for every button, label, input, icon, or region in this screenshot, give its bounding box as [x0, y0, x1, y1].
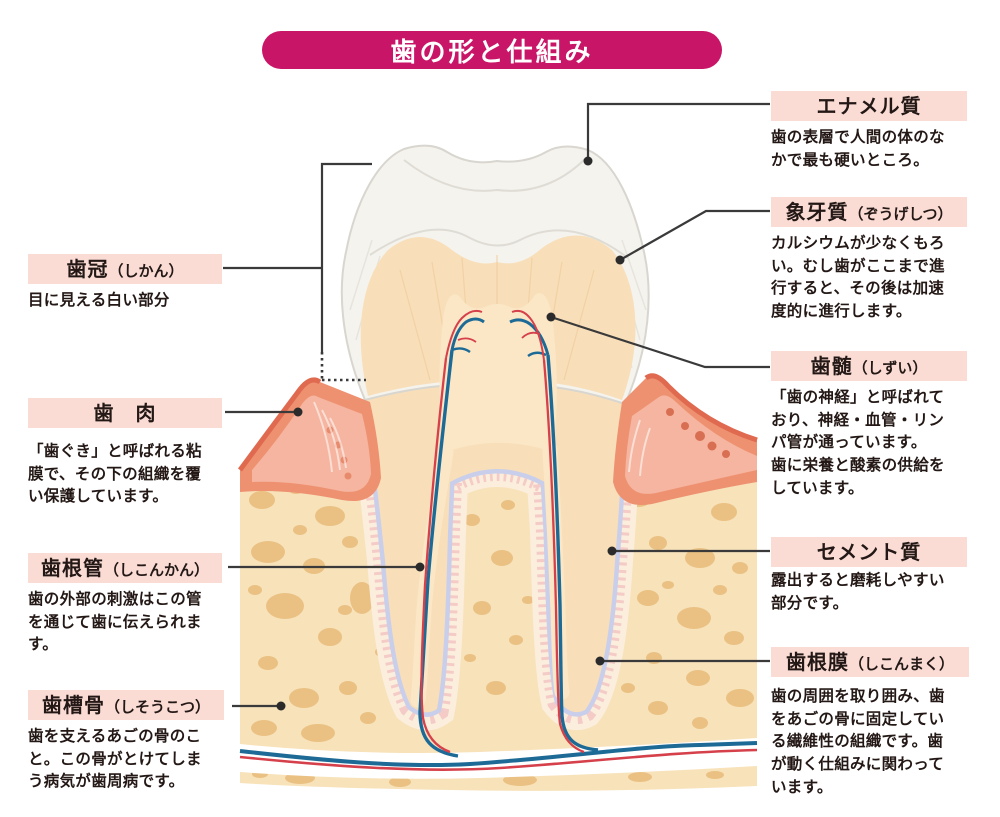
blood-vessels	[239, 309, 758, 771]
enamel-leader	[586, 102, 770, 161]
gum-right	[613, 373, 758, 506]
label-cement: セメント質 露出すると磨耗しやすい部分です。	[771, 537, 967, 614]
label-zogeshitsu-body: カルシウムが少なくもろい。むし歯がここまで進行すると、その後は加速度的に進行しま…	[771, 234, 945, 320]
label-shikonkan: 歯根管（しこんかん） 歯の外部の刺激はこの管を通じて歯に伝えられます。	[28, 553, 222, 656]
label-shikan-reading: （しかん）	[108, 262, 184, 280]
gum-right-striations	[628, 419, 651, 477]
label-shisokotsu-name: 歯槽骨	[41, 693, 105, 717]
label-enamel-name: エナメル質	[816, 94, 922, 118]
gingiva	[237, 373, 758, 506]
label-shisokotsu: 歯槽骨（しそうこつ） 歯を支えるあごの骨のこと。この骨がとけてしまう病気が歯周病…	[28, 690, 224, 793]
label-enamel-body: 歯の表層で人間の体のなかで最も硬いところ。	[771, 128, 945, 169]
label-cement-name: セメント質	[816, 540, 922, 564]
label-shisokotsu-reading: （しそうこつ）	[104, 698, 210, 716]
label-cement-header: セメント質	[771, 537, 967, 567]
label-shikonkan-name: 歯根管	[40, 556, 104, 580]
label-shiniku-header: 歯 肉	[28, 398, 222, 428]
label-zogeshitsu-name: 象牙質	[785, 200, 849, 224]
leader-lines	[223, 102, 770, 708]
pulp-leader	[550, 315, 770, 369]
label-shiniku-name: 歯 肉	[93, 401, 157, 425]
title-banner: 歯の形と仕組み	[262, 31, 722, 69]
dentin-leader	[619, 209, 770, 261]
label-shiniku-body: 「歯ぐき」と呼ばれる粘膜で、その下の組織を覆い保護しています。	[28, 442, 202, 506]
label-shiniku: 歯 肉 「歯ぐき」と呼ばれる粘膜で、その下の組織を覆い保護しています。	[28, 398, 222, 508]
label-shikonkan-header: 歯根管（しこんかん）	[28, 553, 222, 583]
label-shikonkan-body: 歯の外部の刺激はこの管を通じて歯に伝えられます。	[28, 590, 202, 654]
label-shizui: 歯髄（しずい） 「歯の神経」と呼ばれており、神経・血管・リンパ管が通っています。…	[771, 351, 967, 499]
label-shikonmaku-body: 歯の周囲を取り囲み、歯をあごの骨に固定している繊維性の組織です。歯が動く仕組みに…	[771, 687, 945, 796]
label-cement-body: 露出すると磨耗しやすい部分です。	[771, 571, 945, 612]
label-shikan-name: 歯冠	[66, 257, 109, 281]
label-shikonkan-reading: （しこんかん）	[103, 561, 209, 579]
label-enamel-header: エナメル質	[771, 91, 967, 121]
label-shizui-body: 「歯の神経」と呼ばれており、神経・血管・リンパ管が通っています。 歯に栄養と酸素…	[771, 388, 945, 497]
label-shikan-body: 目に見える白い部分	[28, 291, 170, 309]
label-shizui-header: 歯髄（しずい）	[771, 351, 967, 381]
label-shikan-header: 歯冠（しかん）	[28, 254, 222, 284]
bone-trabeculae	[248, 453, 754, 787]
leader-dots	[276, 156, 625, 711]
label-shikonmaku: 歯根膜（しこんまく） 歯の周囲を取り囲み、歯をあごの骨に固定している繊維性の組織…	[771, 647, 969, 798]
label-shikonmaku-reading: （しこんまく）	[848, 655, 954, 673]
artery-vessels	[239, 309, 758, 771]
gum-left-striations	[313, 401, 347, 473]
gum-right-scallops	[666, 408, 730, 458]
label-shikonmaku-header: 歯根膜（しこんまく）	[771, 647, 969, 677]
crown-bracket-line	[320, 162, 372, 352]
gum-left	[237, 377, 381, 502]
label-shisokotsu-body: 歯を支えるあごの骨のこと。この骨がとけてしまう病気が歯周病です。	[28, 727, 202, 791]
label-shisokotsu-header: 歯槽骨（しそうこつ）	[28, 690, 224, 720]
vein-vessels	[239, 317, 758, 768]
label-shikonmaku-name: 歯根膜	[785, 650, 849, 674]
label-zogeshitsu-reading: （ぞうげしつ）	[848, 205, 953, 223]
label-zogeshitsu-header: 象牙質（ぞうげしつ）	[771, 197, 967, 227]
page-title: 歯の形と仕組み	[390, 37, 594, 68]
label-shizui-reading: （しずい）	[852, 359, 928, 377]
label-zogeshitsu: 象牙質（ぞうげしつ） カルシウムが少なくもろい。むし歯がここまで進行すると、その…	[771, 197, 967, 323]
label-shizui-name: 歯髄	[810, 354, 853, 378]
label-shikan: 歯冠（しかん） 目に見える白い部分	[28, 254, 222, 312]
occlusal-ridges	[369, 157, 629, 259]
label-enamel: エナメル質 歯の表層で人間の体のなかで最も硬いところ。	[771, 91, 967, 171]
